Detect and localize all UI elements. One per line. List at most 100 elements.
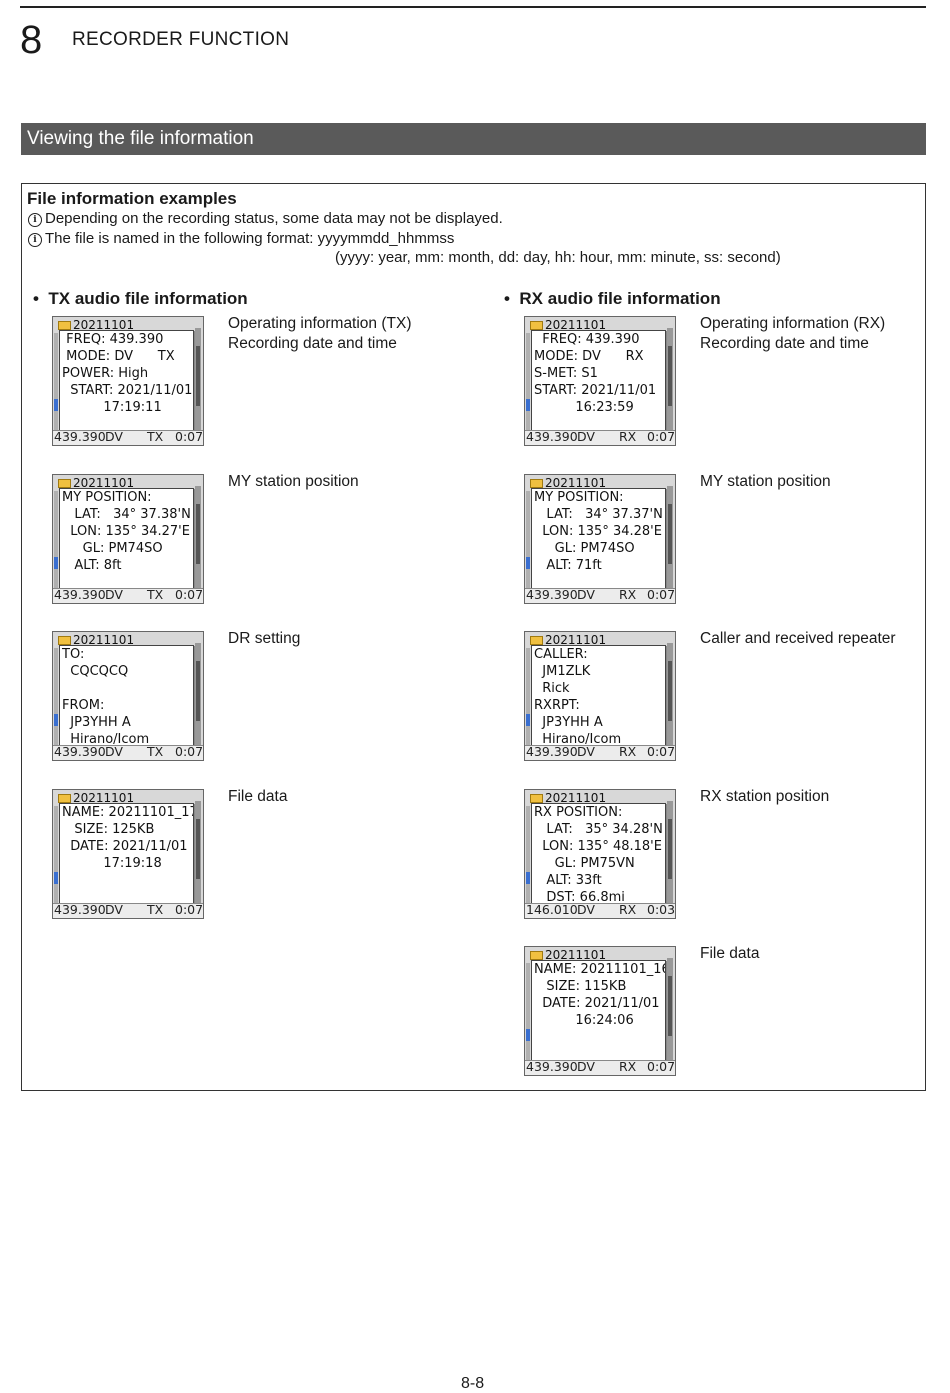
info-line: MODE: DV RX	[534, 349, 644, 364]
rx-heading-text: RX audio file information	[519, 289, 721, 308]
scrollbar[interactable]	[195, 328, 201, 432]
info-line: START: 2021/11/01	[534, 383, 657, 398]
info-line: GL: PM75VN	[534, 856, 635, 871]
side-indicator-mark	[526, 714, 530, 726]
folder-icon	[530, 794, 543, 803]
info-popup: NAME: 20211101_17 SIZE: 125KB DATE: 2021…	[59, 803, 194, 907]
status-time: 0:07	[175, 429, 204, 444]
side-indicator	[526, 806, 530, 906]
info-popup: MY POSITION: LAT: 34° 37.37'N LON: 135° …	[531, 488, 666, 592]
status-frequency: 439.390	[526, 429, 578, 444]
side-indicator-mark	[526, 1029, 530, 1041]
side-indicator-mark	[526, 399, 530, 411]
scrollbar-thumb[interactable]	[196, 346, 200, 406]
scrollbar[interactable]	[195, 643, 201, 747]
info-popup: NAME: 20211101_16 SIZE: 115KB DATE: 2021…	[531, 960, 666, 1064]
side-indicator-mark	[54, 399, 58, 411]
info-line: JP3YHH A	[534, 715, 603, 730]
scrollbar-thumb[interactable]	[196, 504, 200, 564]
info-line: 16:23:59	[534, 400, 634, 415]
scrollbar-thumb[interactable]	[668, 661, 672, 721]
scrollbar-thumb[interactable]	[668, 976, 672, 1036]
info-line: LON: 135° 34.28'E	[534, 524, 662, 539]
info-line: LAT: 35° 34.28'N	[534, 822, 663, 837]
info-line: FREQ: 439.390	[534, 332, 640, 347]
info-line: LAT: 34° 37.37'N	[534, 507, 663, 522]
scrollbar-thumb[interactable]	[196, 661, 200, 721]
info-line: RX POSITION:	[534, 805, 623, 820]
status-direction: RX	[619, 1059, 637, 1074]
status-direction: TX	[147, 429, 164, 444]
info-line: FREQ: 439.390	[62, 332, 164, 347]
info-line: CQCQCQ	[62, 664, 129, 679]
side-indicator	[54, 333, 58, 433]
status-mode: DV	[577, 902, 595, 917]
info-line: 17:19:11	[62, 400, 162, 415]
side-indicator	[526, 491, 530, 591]
tx-caption: Operating information (TX)	[228, 315, 412, 332]
folder-icon	[58, 321, 71, 330]
side-indicator-mark	[526, 872, 530, 884]
status-time: 0:07	[647, 744, 676, 759]
status-mode: DV	[577, 1059, 595, 1074]
section-title: Viewing the file information	[27, 128, 254, 149]
rx-caption: Operating information (RX)	[700, 315, 886, 332]
info-line: Hirano/Icom	[62, 732, 150, 747]
rx-caption: RX station position	[700, 788, 830, 805]
scrollbar[interactable]	[667, 643, 673, 747]
scrollbar-thumb[interactable]	[668, 346, 672, 406]
scrollbar[interactable]	[667, 801, 673, 905]
info-line: 16:24:06	[534, 1013, 634, 1028]
scrollbar[interactable]	[667, 958, 673, 1062]
status-mode: DV	[105, 744, 123, 759]
side-indicator-mark	[526, 557, 530, 569]
rx-caption: File data	[700, 945, 760, 962]
info-line: LAT: 34° 37.38'N	[62, 507, 191, 522]
tx-caption: File data	[228, 788, 288, 805]
folder-icon	[530, 321, 543, 330]
status-frequency: 439.390	[54, 429, 106, 444]
info-line: Hirano/Icom	[534, 732, 622, 747]
side-indicator-mark	[54, 557, 58, 569]
scrollbar[interactable]	[195, 486, 201, 590]
tx-heading: • TX audio file information	[33, 289, 248, 308]
info-line: MY POSITION:	[534, 490, 624, 505]
status-frequency: 439.390	[526, 587, 578, 602]
scrollbar-thumb[interactable]	[668, 819, 672, 879]
info-popup: RX POSITION: LAT: 35° 34.28'N LON: 135° …	[531, 803, 666, 907]
info-line: NAME: 20211101_16	[534, 962, 666, 977]
scrollbar[interactable]	[195, 801, 201, 905]
folder-icon	[58, 794, 71, 803]
status-mode: DV	[577, 744, 595, 759]
folder-name: 20211101	[545, 633, 607, 647]
info-line: LON: 135° 48.18'E	[534, 839, 662, 854]
scrollbar[interactable]	[667, 486, 673, 590]
info-line: LON: 135° 34.27'E	[62, 524, 190, 539]
status-frequency: 439.390	[54, 902, 106, 917]
tx-heading-text: TX audio file information	[48, 289, 248, 308]
info-line: JM1ZLK	[534, 664, 591, 679]
note-1-text: Depending on the recording status, some …	[45, 210, 503, 227]
scrollbar[interactable]	[667, 328, 673, 432]
rx-caption: Recording date and time	[700, 334, 869, 352]
info-line: ALT: 33ft	[534, 873, 602, 888]
side-indicator	[54, 648, 58, 748]
status-frequency: 146.010	[526, 902, 578, 917]
side-indicator	[54, 491, 58, 591]
info-line: S-MET: S1	[534, 366, 598, 381]
status-time: 0:07	[647, 587, 676, 602]
scrollbar-thumb[interactable]	[196, 819, 200, 879]
examples-heading: File information examples	[27, 189, 237, 208]
rx-heading: • RX audio file information	[504, 289, 721, 308]
top-rule	[20, 6, 926, 8]
scrollbar-thumb[interactable]	[668, 504, 672, 564]
